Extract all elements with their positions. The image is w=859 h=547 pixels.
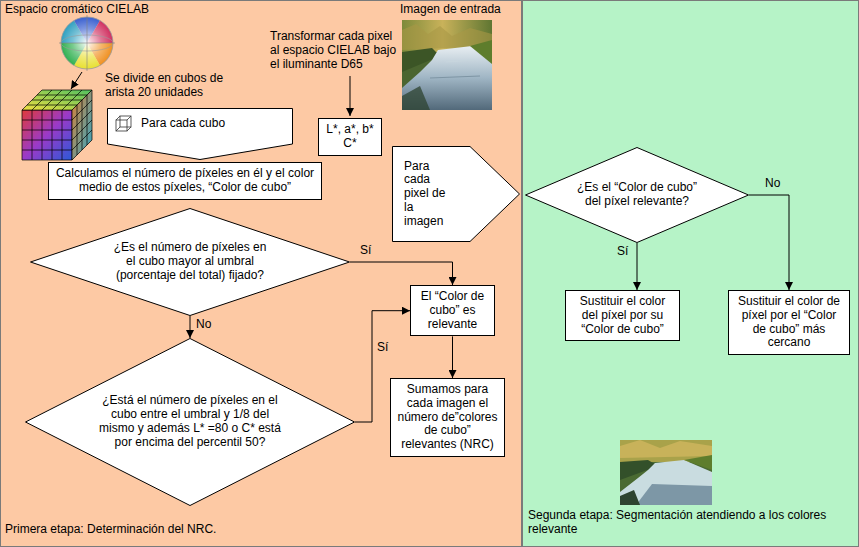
edge-label: No — [765, 177, 780, 191]
box-text: El “Color de cubo” es relevante — [416, 290, 489, 331]
box-text: Sumamos para cada imagen el número de”co… — [396, 383, 499, 452]
text-wrap: ¿Es el número de píxeles en el cubo mayo… — [109, 241, 271, 282]
edge-label: Sí — [617, 245, 628, 259]
box-text: Sustituir el color del píxel por su “Col… — [571, 295, 674, 336]
arrow-shape-outline — [108, 109, 293, 160]
stage-panel: Primera etapa: Determinación del NRC. Par… — [0, 0, 522, 547]
figure-label: Transformar cada pixel al espacio CIELAB… — [270, 30, 398, 71]
diamond-shape-outline — [526, 148, 749, 243]
text-wrap: ¿Es el “Color de cubo” del píxel relevan… — [574, 181, 700, 209]
cube-icon — [116, 116, 131, 131]
figure-label: Se divide en cubos de arista 20 unidades — [105, 72, 240, 100]
box-text: L*, a*, b* C* — [324, 123, 376, 151]
arrow-text: Para cada cubo — [141, 117, 281, 131]
stage-label: Primera etapa: Determinación del NRC. — [5, 523, 335, 537]
diamond-shape-outline — [26, 339, 355, 506]
text-wrap: Para cada pixel de la imagen — [404, 160, 448, 229]
block-arrow: Para cada pixel de la imagen — [392, 146, 520, 242]
arrow-shape-outline — [393, 147, 520, 242]
figure-label: Espacio cromático CIELAB — [5, 3, 225, 17]
process-box: L*, a*, b* C* — [318, 118, 382, 156]
process-box: Calculamos el número de píxeles en él y … — [48, 162, 322, 200]
edge-label: No — [196, 318, 211, 332]
process-box: Sustituir el color de píxel por el “Colo… — [728, 290, 850, 355]
diamond-shape-outline — [31, 209, 350, 316]
edge-label: Sí — [360, 244, 371, 258]
decision-text: ¿Es el “Color de cubo” del píxel relevan… — [574, 181, 700, 209]
stage-label: Segunda etapa: Segmentación atendiendo a… — [528, 509, 838, 537]
decision-diamond: ¿Es el número de píxeles en el cubo mayo… — [30, 208, 350, 316]
text-wrap: ¿Está el número de píxeles en el cubo en… — [94, 394, 286, 449]
decision-text: ¿Está el número de píxeles en el cubo en… — [94, 394, 286, 449]
figure-label: Imagen de entrada — [400, 3, 515, 17]
arrow-text: Para cada pixel de la imagen — [404, 160, 448, 229]
decision-diamond: ¿Es el “Color de cubo” del píxel relevan… — [525, 147, 749, 243]
box-text: Sustituir el color de píxel por el “Colo… — [734, 295, 844, 350]
process-box: Sustituir el color del píxel por su “Col… — [565, 290, 680, 341]
edge-label: Sí — [377, 341, 388, 355]
arrow-shape — [107, 108, 293, 160]
decision-diamond: ¿Está el número de píxeles en el cubo en… — [25, 338, 355, 506]
process-box: Sumamos para cada imagen el número de”co… — [390, 378, 505, 457]
decision-text: ¿Es el número de píxeles en el cubo mayo… — [109, 241, 271, 282]
stage-panel: Segunda etapa: Segmentación atendiendo a… — [522, 0, 859, 547]
text-wrap: Para cada cubo — [141, 117, 281, 131]
block-arrow: Para cada cubo — [107, 108, 293, 160]
box-text: Calculamos el número de píxeles en él y … — [54, 167, 316, 195]
process-box: El “Color de cubo” es relevante — [410, 285, 495, 336]
